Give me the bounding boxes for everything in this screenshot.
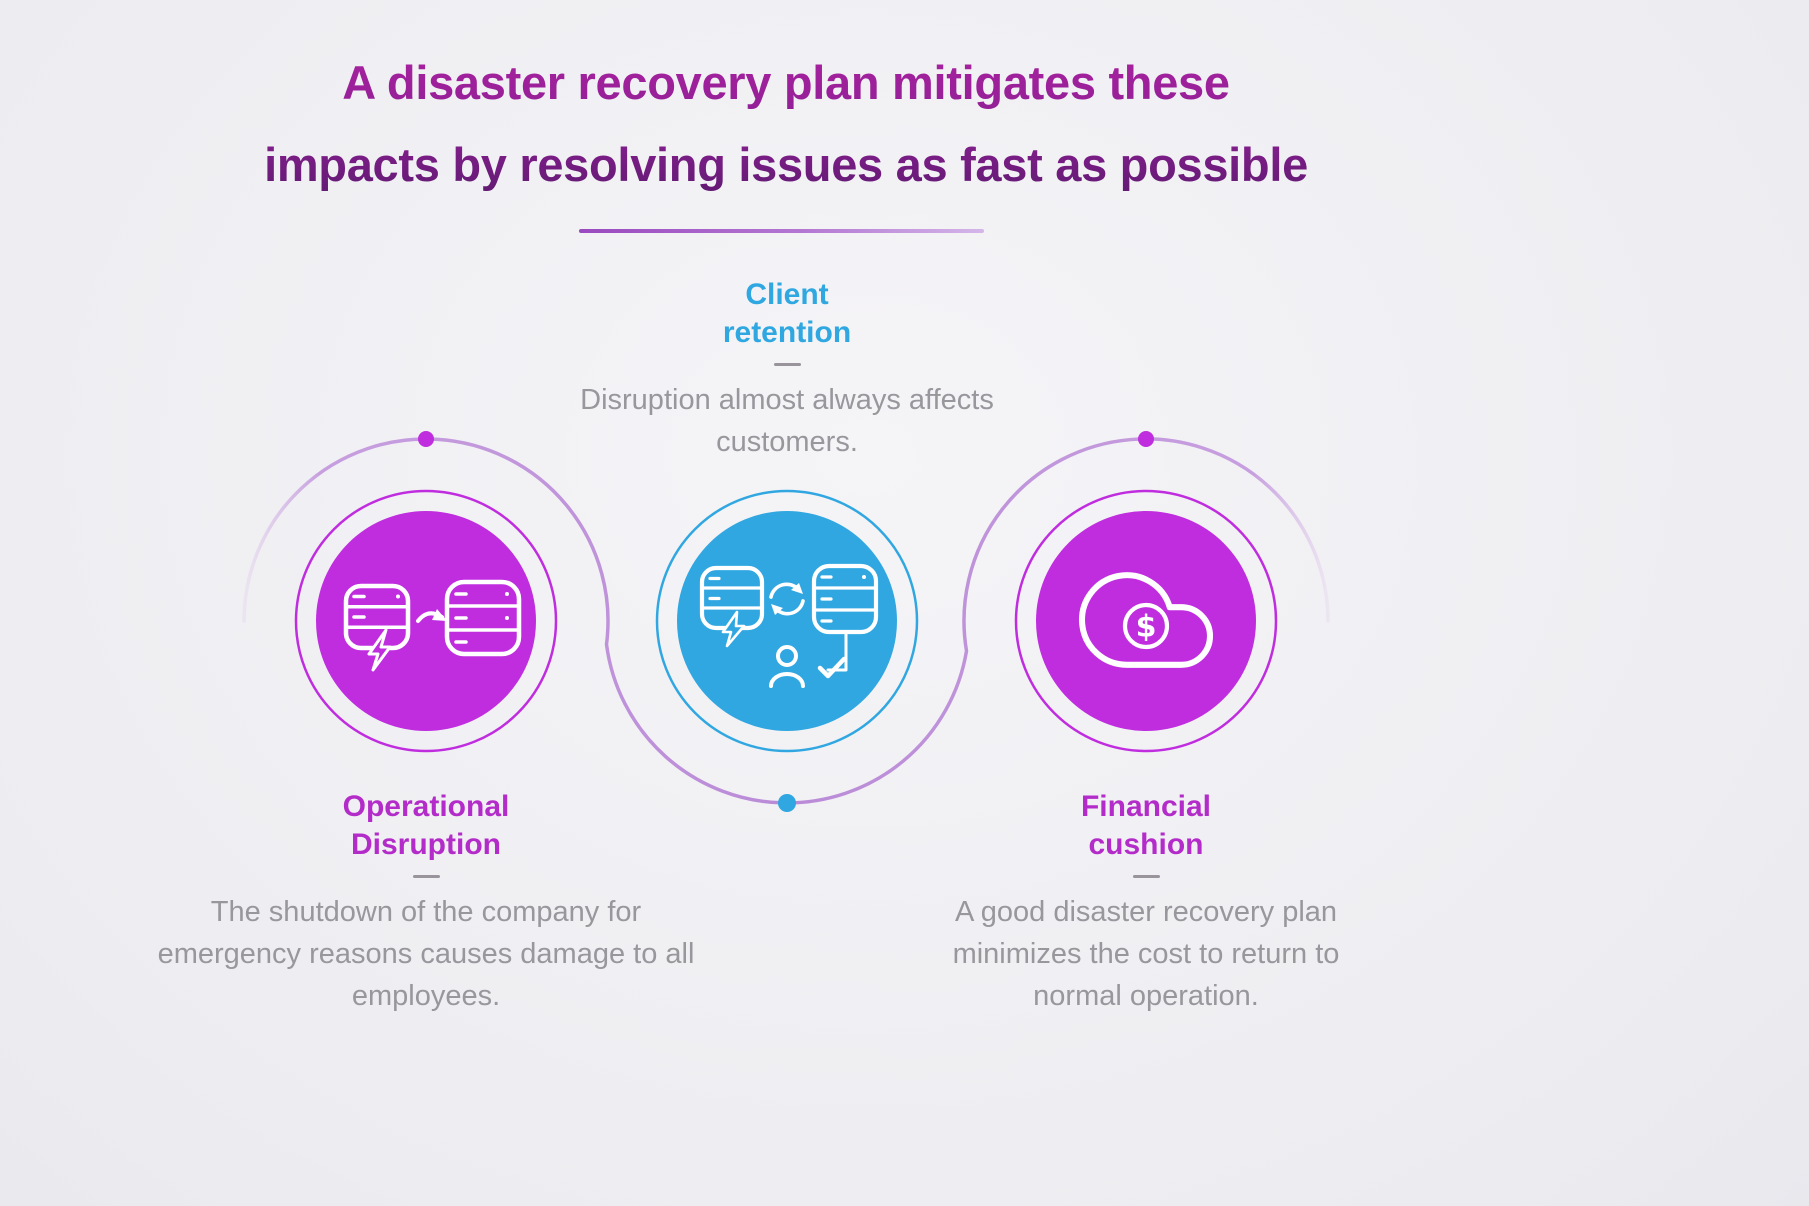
client-wave-dot: [778, 794, 796, 812]
heading-dash: [412, 875, 440, 878]
dollar-coin-ring: [1122, 602, 1170, 650]
heading-dash: [1132, 875, 1160, 878]
heading-line-1: Financial: [1080, 790, 1212, 823]
cloud-dollar-icon: $: [1078, 572, 1213, 668]
operational-outer-ring: [294, 489, 558, 753]
lightning-bolt-icon: [367, 628, 392, 672]
financial-wave-dot: [1138, 431, 1154, 447]
financial-outer-ring: [1014, 489, 1278, 753]
lightning-bolt-icon: [721, 610, 746, 648]
item-financial-cushion-text: Financial cushion A good disaster recove…: [912, 788, 1380, 1017]
servers-sync-user-check-icon: [699, 563, 879, 688]
heading-line-1: Operational: [342, 790, 510, 823]
operational-circle: [316, 511, 536, 731]
node-financial-cushion: $: [1014, 431, 1278, 753]
node-operational-disruption: [294, 431, 558, 753]
client-retention-heading: Client retention: [527, 276, 1047, 352]
item-operational-disruption-text: Operational Disruption The shutdown of t…: [156, 788, 696, 1017]
heading-line-2: retention: [722, 316, 852, 349]
title-divider: [579, 229, 984, 233]
client-retention-description: Disruption almost always affects custome…: [580, 384, 994, 458]
heading-line-1: Client: [745, 278, 829, 311]
heading-dash: [773, 363, 801, 366]
item-client-retention-text: Client retention Disruption almost alway…: [527, 276, 1047, 463]
financial-cushion-heading: Financial cushion: [912, 788, 1380, 864]
heading-line-2: cushion: [1088, 828, 1204, 861]
financial-circle: [1036, 511, 1256, 731]
operational-disruption-description: The shutdown of the company for emergenc…: [157, 896, 695, 1012]
operational-wave-dot: [418, 431, 434, 447]
client-circle: [677, 511, 897, 731]
dollar-symbol: $: [1136, 610, 1157, 645]
financial-cushion-description: A good disaster recovery plan minimizes …: [952, 896, 1340, 1012]
client-outer-ring: [655, 489, 919, 753]
dual-servers-transfer-icon: [343, 579, 522, 672]
check-icon: [817, 656, 847, 679]
operational-disruption-heading: Operational Disruption: [156, 788, 696, 864]
cloud-outline: [1078, 572, 1213, 668]
heading-line-2: Disruption: [351, 828, 501, 861]
node-client-retention: [655, 489, 919, 812]
